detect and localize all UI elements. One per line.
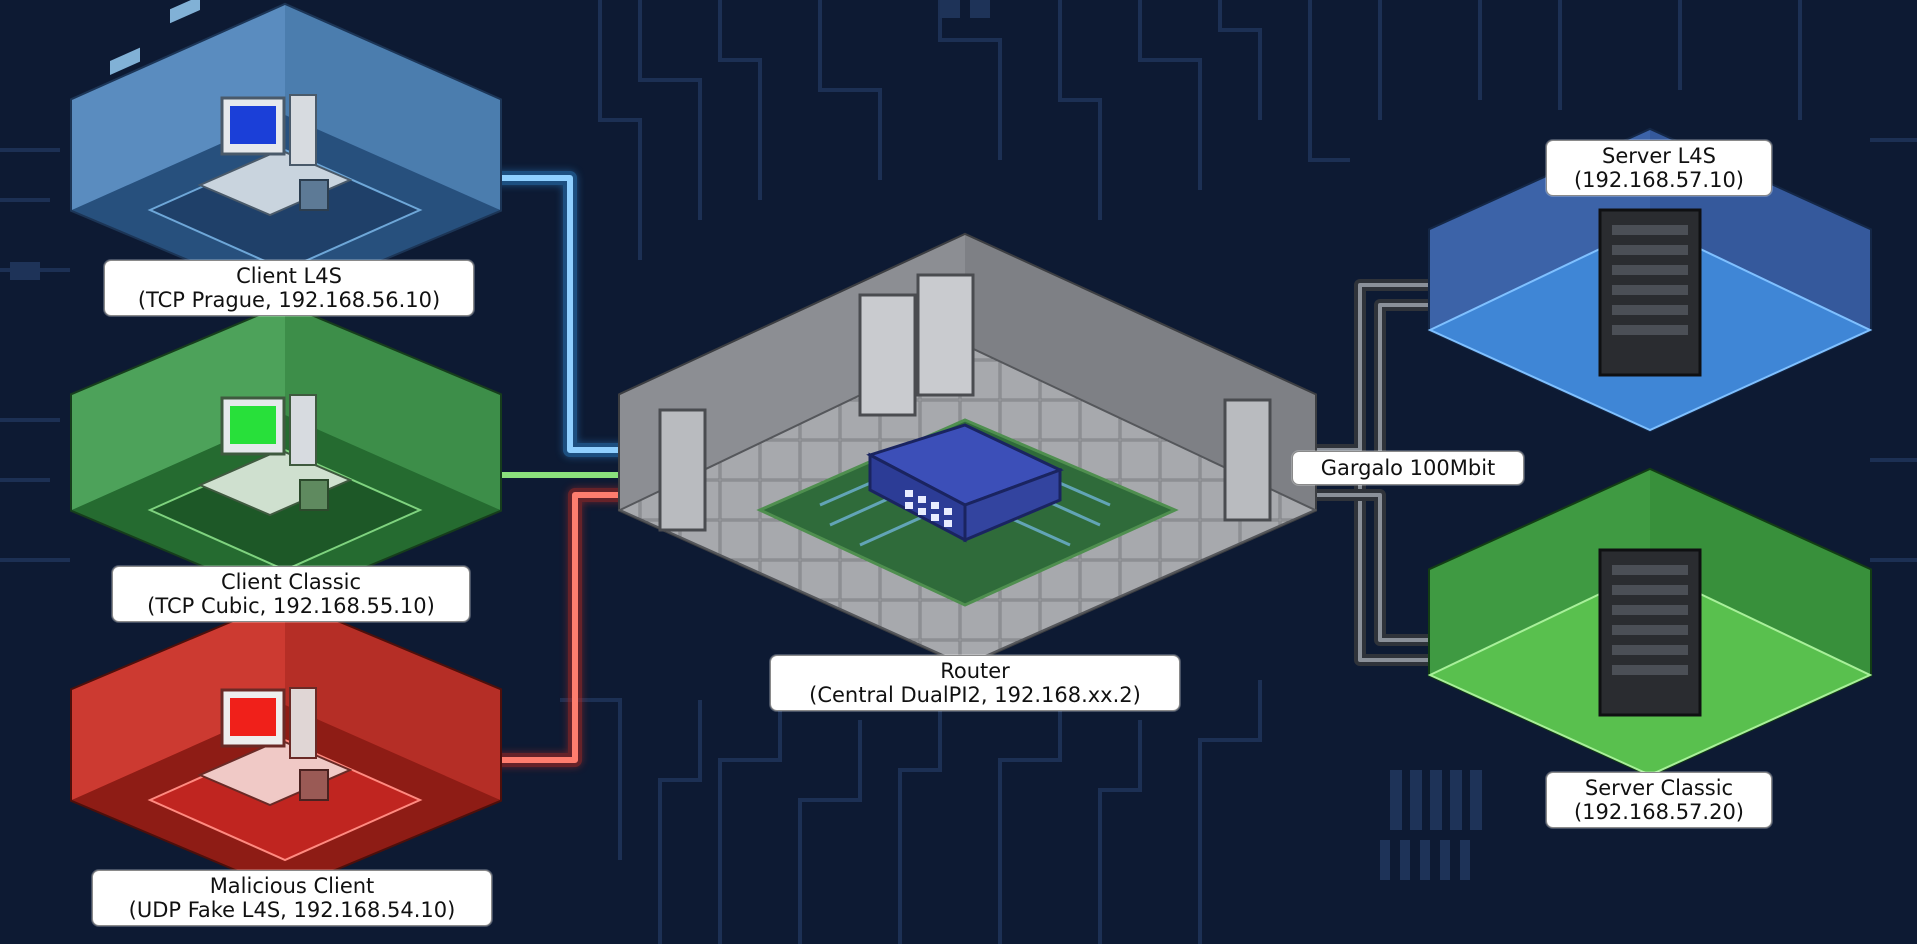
server-classic-label: Server Classic (192.168.57.20) [1546, 772, 1772, 828]
computer-desk-icon [197, 394, 353, 517]
router-name: Router [940, 659, 1010, 683]
server-classic-name: Server Classic [1584, 776, 1734, 800]
router-room[interactable] [617, 232, 1318, 668]
malicious-client-label: Malicious Client (UDP Fake L4S, 192.168.… [92, 870, 492, 926]
server-classic-detail: (192.168.57.20) [1573, 800, 1745, 824]
computer-desk-icon [197, 94, 353, 217]
bottleneck-text: Gargalo 100Mbit [1320, 456, 1496, 480]
malicious-client-room[interactable] [70, 597, 502, 893]
server-l4s-name: Server L4S [1602, 144, 1716, 168]
client-classic-label: Client Classic (TCP Cubic, 192.168.55.10… [112, 566, 470, 622]
server-l4s-label: Server L4S (192.168.57.10) [1546, 140, 1772, 196]
client-classic-room[interactable] [70, 302, 502, 603]
client-l4s-name: Client L4S [236, 264, 342, 288]
client-l4s-label: Client L4S (TCP Prague, 192.168.56.10) [104, 260, 474, 316]
malicious-client-detail: (UDP Fake L4S, 192.168.54.10) [128, 898, 456, 922]
malicious-client-name: Malicious Client [209, 874, 375, 898]
server-rack-icon [1598, 208, 1702, 377]
computer-desk-icon [197, 687, 353, 807]
client-classic-name: Client Classic [220, 570, 362, 594]
server-rack-icon [1598, 548, 1702, 717]
client-l4s-detail: (TCP Prague, 192.168.56.10) [137, 288, 441, 312]
client-classic-detail: (TCP Cubic, 192.168.55.10) [147, 594, 435, 618]
bottleneck-label: Gargalo 100Mbit [1292, 451, 1524, 485]
server-l4s-detail: (192.168.57.10) [1573, 168, 1745, 192]
server-l4s-room[interactable] [1427, 127, 1873, 433]
network-switch-icon [866, 423, 1064, 543]
router-detail: (Central DualPI2, 192.168.xx.2) [809, 683, 1141, 707]
server-classic-room[interactable] [1427, 467, 1873, 778]
server-rack-icon [658, 273, 1272, 532]
router-label: Router (Central DualPI2, 192.168.xx.2) [770, 655, 1180, 711]
client-l4s-room[interactable] [70, 0, 502, 426]
background-chip-pads [10, 0, 1482, 880]
